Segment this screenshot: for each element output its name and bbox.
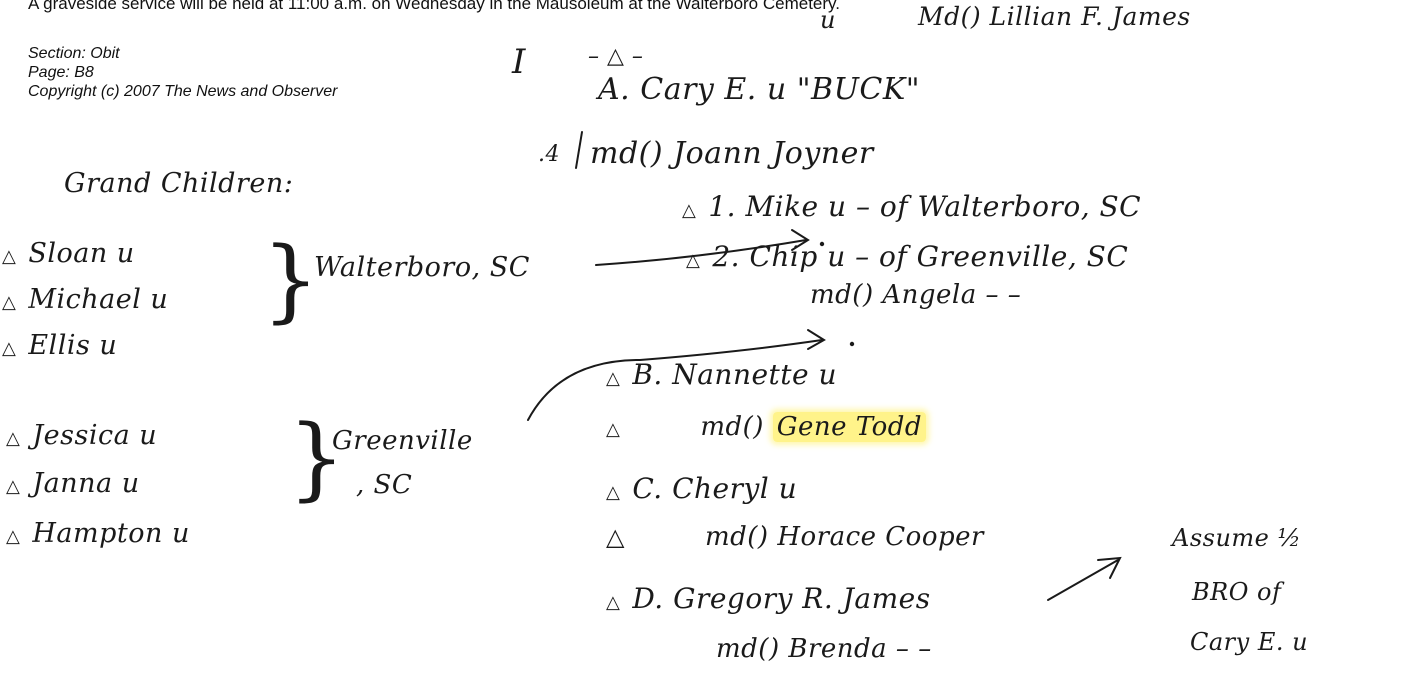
grandchild-sloan: △ Sloan u <box>2 238 135 269</box>
roman-numeral: I <box>512 42 526 82</box>
grandchild-name: Jessica u <box>32 420 158 451</box>
delta-icon: △ <box>6 526 21 547</box>
highlighted-name: Gene Todd <box>772 412 927 442</box>
grandchildren-label: Grand Children: <box>64 168 294 199</box>
group2-place-2: , SC <box>356 470 413 500</box>
gregory-married: md() Brenda – – <box>716 634 932 664</box>
grandchild-hampton: △ Hampton u <box>6 518 190 549</box>
assume-note-2: BRO of <box>1192 578 1282 606</box>
grandchild-jessica: △ Jessica u <box>6 420 157 451</box>
grandchild-name: Janna u <box>32 468 140 499</box>
margin-bracket <box>575 131 583 169</box>
child-nannette: △ B. Nannette u <box>606 358 837 391</box>
delta-icon: △ <box>606 523 625 551</box>
group1-place: Walterboro, SC <box>314 252 530 283</box>
delta-icon: △ <box>606 419 621 440</box>
dot-mark <box>819 241 825 247</box>
service-line: A graveside service will be held at 11:0… <box>28 0 841 13</box>
grandchild-michael: △ Michael u <box>2 284 168 315</box>
arrow-head-note <box>1097 556 1122 579</box>
delta-icon: △ <box>606 368 621 389</box>
child-cheryl-text: C. Cheryl u <box>632 472 798 505</box>
cary-line: A. Cary E. u "BUCK" <box>598 72 921 107</box>
brace-group1: } <box>262 228 320 333</box>
child-gregory: △ D. Gregory R. James <box>606 582 931 615</box>
child-mike: △ 1. Mike u – of Walterboro, SC <box>682 190 1141 223</box>
delta-icon: △ <box>682 200 697 221</box>
section-label: Section: Obit <box>28 45 120 62</box>
arrow-to-angela <box>527 339 823 421</box>
cary-married: md() Joann Joyner <box>590 136 874 171</box>
delta-icon: △ <box>6 476 21 497</box>
grandchild-name: Sloan u <box>28 238 135 269</box>
child-nannette-text: B. Nannette u <box>632 358 838 391</box>
arrow-head-angela <box>807 329 826 350</box>
grandchild-janna: △ Janna u <box>6 468 140 499</box>
delta-icon: △ <box>606 482 621 503</box>
chip-married: md() Angela – – <box>810 280 1022 310</box>
copyright-label: Copyright (c) 2007 The News and Observer <box>28 83 338 100</box>
cheryl-md-text: md() Horace Cooper <box>704 522 984 552</box>
dot-mark <box>849 341 855 347</box>
delta-icon: △ <box>2 246 17 267</box>
grandchild-name: Ellis u <box>28 330 118 361</box>
child-gregory-text: D. Gregory R. James <box>632 582 931 615</box>
assume-note-1: Assume ½ <box>1172 524 1302 552</box>
assume-note-3: Cary E. u <box>1190 628 1309 656</box>
child-mike-text: 1. Mike u – of Walterboro, SC <box>708 190 1142 223</box>
cheryl-married: △ md() Horace Cooper <box>606 522 984 552</box>
margin-mark: .4 <box>538 142 560 167</box>
child-chip-text: 2. Chip u – of Greenville, SC <box>712 240 1129 273</box>
delta-icon: △ <box>2 292 17 313</box>
group2-place-1: Greenville <box>332 426 473 456</box>
child-cheryl: △ C. Cheryl u <box>606 472 797 505</box>
grandchild-name: Michael u <box>28 284 169 315</box>
brace-group2: } <box>288 406 346 511</box>
header-mark: – △ – <box>588 44 644 69</box>
nannette-md-prefix: md() <box>700 412 764 442</box>
arrow-to-chip <box>595 239 807 266</box>
delta-icon: △ <box>6 428 21 449</box>
grandchild-name: Hampton u <box>32 518 190 549</box>
header-married: Md() Lillian F. James <box>918 2 1191 31</box>
header-u: u <box>820 6 836 34</box>
delta-icon: △ <box>2 338 17 359</box>
grandchild-ellis: △ Ellis u <box>2 330 117 361</box>
page-label: Page: B8 <box>28 64 94 81</box>
delta-icon: △ <box>606 592 621 613</box>
child-chip: △2. Chip u – of Greenville, SC <box>686 240 1128 273</box>
arrow-to-note <box>1047 559 1119 601</box>
arrow-head-chip <box>791 229 810 251</box>
nannette-married: △ md() Gene Todd <box>606 412 927 442</box>
